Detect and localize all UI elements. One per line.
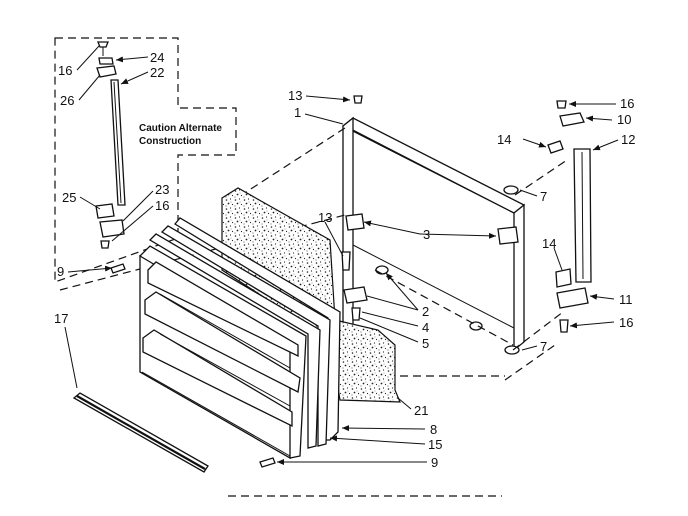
callout-15: 15 xyxy=(428,437,442,452)
note-line-1: Caution Alternate xyxy=(139,123,222,134)
callout-2: 2 xyxy=(422,304,429,319)
door-handle xyxy=(72,392,276,473)
callout-16: 16 xyxy=(155,198,169,213)
right-hinge-assembly xyxy=(547,100,592,333)
callout-21: 21 xyxy=(414,403,428,418)
callout-17: 17 xyxy=(54,311,68,326)
callout-23: 23 xyxy=(155,182,169,197)
callout-9: 9 xyxy=(431,455,438,470)
callout-13: 13 xyxy=(288,88,302,103)
callout-9: 9 xyxy=(57,264,64,279)
callout-7: 7 xyxy=(540,339,547,354)
callout-4: 4 xyxy=(422,320,429,335)
door-panel xyxy=(139,245,307,460)
callout-7: 7 xyxy=(540,189,547,204)
alternate-construction-box: Caution Alternate Construction xyxy=(54,37,237,283)
callout-26: 26 xyxy=(60,93,74,108)
callout-3: 3 xyxy=(423,227,430,242)
leader-lines xyxy=(64,45,619,465)
callout-1: 1 xyxy=(294,105,301,120)
door-frame xyxy=(341,95,526,355)
callout-16: 16 xyxy=(619,315,633,330)
callout-11: 11 xyxy=(619,292,633,307)
callout-14: 14 xyxy=(542,236,556,251)
callout-16: 16 xyxy=(620,96,634,111)
callout-10: 10 xyxy=(617,112,631,127)
callout-24: 24 xyxy=(150,50,164,65)
callout-16: 16 xyxy=(58,63,72,78)
callout-8: 8 xyxy=(430,422,437,437)
callout-25: 25 xyxy=(62,190,76,205)
callout-14: 14 xyxy=(497,132,511,147)
callout-labels: 16 24 22 26 25 23 16 9 17 13 1 13 3 2 4 … xyxy=(54,50,635,470)
callout-5: 5 xyxy=(422,336,429,351)
note-line-2: Construction xyxy=(139,136,201,147)
callout-13: 13 xyxy=(318,210,332,225)
callout-12: 12 xyxy=(621,132,635,147)
callout-22: 22 xyxy=(150,65,164,80)
left-hinge-assembly xyxy=(95,41,126,274)
